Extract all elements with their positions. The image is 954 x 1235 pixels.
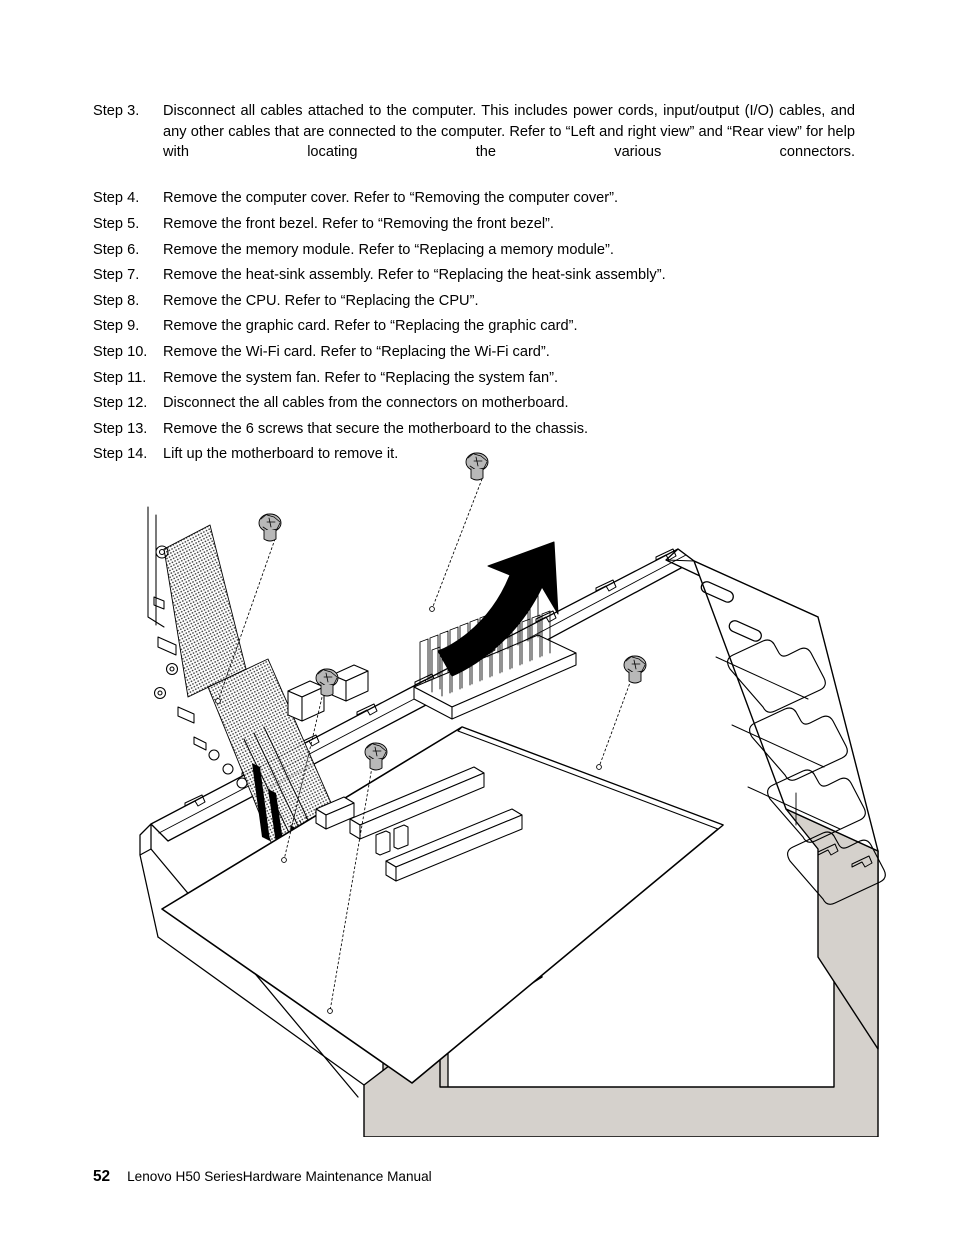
screw-icon bbox=[623, 655, 647, 684]
step-text: Remove the graphic card. Refer to “Repla… bbox=[163, 318, 578, 335]
step-label: Step 3. bbox=[93, 103, 140, 119]
step-text: Remove the system fan. Refer to “Replaci… bbox=[163, 369, 559, 386]
board-components bbox=[287, 664, 369, 722]
step-list: Step 3. Disconnect all cables attached t… bbox=[93, 101, 855, 470]
step-label: Step 5. bbox=[93, 215, 140, 232]
screw-icon bbox=[465, 452, 489, 481]
step-label: Step 10. bbox=[93, 343, 148, 360]
screw-icon bbox=[364, 742, 388, 771]
expansion-slot-cutouts bbox=[727, 639, 886, 905]
screw-callout bbox=[327, 742, 388, 1014]
step-label: Step 14. bbox=[93, 446, 148, 463]
step-text: Remove the front bezel. Refer to “Removi… bbox=[163, 215, 554, 232]
step-text: Remove the 6 screws that secure the moth… bbox=[163, 420, 589, 437]
list-item: Step 5. Remove the front bezel. Refer to… bbox=[93, 214, 855, 235]
step-text: Remove the CPU. Refer to “Replacing the … bbox=[163, 292, 479, 309]
step-label: Step 6. bbox=[93, 241, 140, 258]
step-text: Lift up the motherboard to remove it. bbox=[163, 446, 399, 463]
chassis-illustration bbox=[118, 437, 938, 1137]
memory-and-expansion-slots bbox=[315, 766, 523, 882]
chassis-illustration-svg bbox=[139, 452, 886, 1137]
page-footer: 52 Lenovo H50 SeriesHardware Maintenance… bbox=[93, 1168, 432, 1186]
step-label: Step 4. bbox=[93, 190, 140, 207]
list-item: Step 3. Disconnect all cables attached t… bbox=[93, 101, 855, 183]
screw-callout bbox=[595, 669, 631, 767]
mounting-screws bbox=[215, 452, 647, 1014]
list-item: Step 13. Remove the 6 screws that secure… bbox=[93, 419, 855, 440]
list-item: Step 14. Lift up the motherboard to remo… bbox=[93, 444, 855, 465]
step-label: Step 9. bbox=[93, 318, 140, 335]
list-item: Step 7. Remove the heat-sink assembly. R… bbox=[93, 265, 855, 286]
rear-connector-stack bbox=[147, 506, 248, 789]
list-item: Step 4. Remove the computer cover. Refer… bbox=[93, 188, 855, 209]
screw-icon bbox=[258, 513, 282, 542]
step-text: Remove the memory module. Refer to “Repl… bbox=[163, 241, 614, 258]
step-label: Step 8. bbox=[93, 292, 140, 309]
step-label: Step 13. bbox=[93, 420, 148, 437]
list-item: Step 10. Remove the Wi-Fi card. Refer to… bbox=[93, 342, 855, 363]
page-number: 52 bbox=[93, 1168, 111, 1185]
step-text: Remove the heat-sink assembly. Refer to … bbox=[163, 267, 666, 284]
screw-callout bbox=[596, 655, 647, 770]
screw-callout bbox=[215, 513, 282, 704]
rear-vent-slots bbox=[700, 581, 762, 642]
screw-callout-right bbox=[600, 681, 632, 769]
motherboard bbox=[161, 726, 724, 1084]
list-item: Step 12. Disconnect the all cables from … bbox=[93, 393, 855, 414]
list-item: Step 11. Remove the system fan. Refer to… bbox=[93, 368, 855, 389]
step-text: Remove the computer cover. Refer to “Rem… bbox=[163, 190, 619, 207]
lift-direction-arrow bbox=[437, 541, 559, 677]
step-label: Step 7. bbox=[93, 267, 140, 284]
screw-icon bbox=[315, 668, 339, 697]
list-item: Step 8. Remove the CPU. Refer to “Replac… bbox=[93, 291, 855, 312]
step-label: Step 12. bbox=[93, 395, 148, 412]
step-text: Disconnect all cables attached to the co… bbox=[163, 103, 855, 161]
step-label: Step 11. bbox=[93, 369, 147, 386]
screw-callout bbox=[281, 668, 339, 863]
list-item: Step 9. Remove the graphic card. Refer t… bbox=[93, 316, 855, 337]
screw-callout bbox=[429, 452, 489, 612]
manual-title: Lenovo H50 SeriesHardware Maintenance Ma… bbox=[127, 1169, 432, 1184]
list-item: Step 6. Remove the memory module. Refer … bbox=[93, 240, 855, 261]
rear-io-panel bbox=[665, 559, 886, 905]
step-text: Remove the Wi-Fi card. Refer to “Replaci… bbox=[163, 343, 550, 360]
step-text: Disconnect the all cables from the conne… bbox=[163, 395, 569, 412]
